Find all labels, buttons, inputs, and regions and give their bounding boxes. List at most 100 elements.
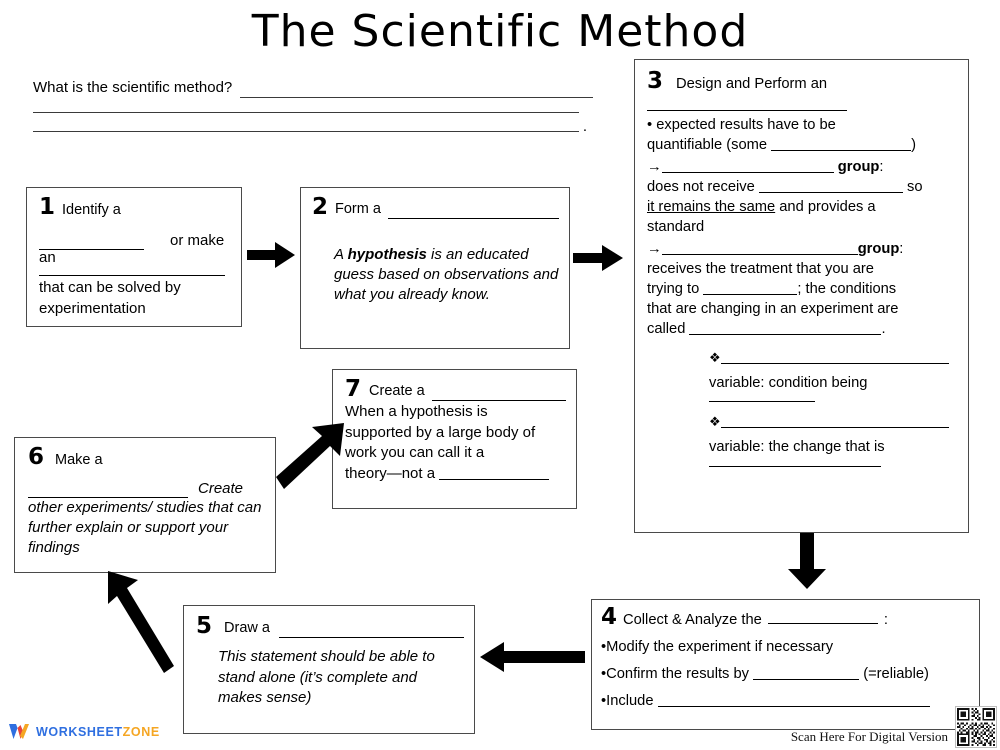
step-7-body-line-2: supported by a large body of — [345, 423, 536, 441]
step-3-blank-variable-2[interactable] — [720, 413, 949, 428]
page-title: The Scientific Method — [251, 6, 749, 57]
step-3-label-group-2: group — [857, 241, 900, 257]
intro-answer-blank-1[interactable] — [240, 83, 593, 98]
step-6-text-make-a: Make a — [55, 452, 103, 468]
step-6-body: other experiments/ studies that can furt… — [28, 499, 262, 556]
step-2-text-form-a: Form a — [335, 201, 381, 217]
step-7-blank-1[interactable] — [431, 386, 566, 401]
step-4-text-confirm: •Confirm the results by — [601, 666, 749, 682]
step-3-blank-experimental-group[interactable] — [661, 240, 858, 255]
step-3-text-called: called — [647, 321, 686, 337]
step-5-box: 5 Draw a This statement should be able t… — [183, 605, 475, 734]
step-5-blank-1[interactable] — [278, 623, 464, 638]
step-3-variable-list: ❖ variable: condition being ❖ variable: … — [709, 348, 958, 467]
step-3-exp-desc-1: receives the treatment that you are — [647, 261, 874, 277]
scan-hint-text: Scan Here For Digital Version — [790, 729, 948, 744]
arrow-right-icon — [573, 245, 623, 271]
step-3-text-so: so — [906, 179, 923, 195]
step-3-box: 3 Design and Perform an • expected resul… — [634, 59, 969, 533]
arrow-right-icon — [247, 242, 295, 268]
step-3-text-does-not-receive: does not receive — [647, 179, 755, 195]
step-6-number: 6 — [28, 444, 45, 470]
step-3-blank-quantifiable[interactable] — [771, 136, 912, 151]
arrow-left-icon — [480, 642, 585, 672]
step-3-text-provides: and provides a — [775, 199, 876, 215]
step-4-blank-3[interactable] — [657, 692, 930, 707]
step-3-exp-desc-3: that are changing in an experiment are — [647, 301, 899, 317]
step-6-text-create: Create — [198, 480, 244, 497]
logo-text: WORKSHEETZONE — [36, 725, 160, 739]
step-3-text-conditions: ; the conditions — [797, 281, 897, 297]
step-3-variable-1-row: ❖ — [709, 348, 958, 368]
diamond-bullet-icon: ❖ — [709, 350, 721, 365]
intro-question-block: What is the scientific method? . — [33, 78, 593, 135]
step-7-text-create-a: Create a — [369, 383, 425, 399]
step-7-body-line-1: When a hypothesis is — [345, 403, 488, 420]
step-4-number: 4 — [601, 604, 618, 630]
step-6-blank-1[interactable] — [28, 483, 188, 498]
step-3-paren-close: ) — [911, 137, 917, 153]
step-3-bullet-expected-1: • expected results have to be — [647, 117, 836, 133]
step-1-text-an: an — [39, 249, 56, 266]
step-3-blank-variable-2-desc[interactable] — [709, 466, 881, 467]
step-4-text-include: •Include — [601, 693, 654, 709]
step-4-heading-colon: : — [883, 612, 888, 628]
step-3-exp-desc-4: called . — [647, 319, 958, 339]
step-7-body-line-4: theory—not a — [345, 464, 566, 485]
step-5-body: This statement should be able to stand a… — [218, 648, 435, 706]
step-1-text-identify: Identify a — [62, 202, 121, 218]
step-2-blank-1[interactable] — [387, 204, 559, 219]
step-3-experimental-group-line: →group: — [647, 239, 958, 259]
step-3-blank-control-group[interactable] — [661, 158, 834, 173]
step-3-control-desc-1: does not receive so — [647, 177, 958, 197]
step-3-variable-2-row: ❖ — [709, 412, 958, 432]
logo-word-worksheet: WORKSHEET — [36, 725, 123, 739]
step-5-number: 5 — [196, 613, 213, 639]
step-2-def-rest: is an educated guess based on observatio… — [334, 246, 559, 303]
step-3-bullet-expected-2: quantifiable (some ) — [647, 135, 958, 155]
worksheet-zone-logo[interactable]: WORKSHEETZONE — [8, 722, 160, 742]
step-3-blank-variable-1-desc[interactable] — [709, 401, 815, 402]
intro-question-label: What is the scientific method? — [33, 79, 233, 96]
step-4-heading: Collect & Analyze the — [623, 612, 762, 628]
logo-word-zone: ZONE — [122, 725, 160, 739]
step-1-text-experimentation: experimentation — [39, 300, 146, 317]
step-7-blank-2[interactable] — [439, 464, 550, 480]
step-3-control-group-line: → group: — [647, 157, 958, 177]
step-4-blank-1[interactable] — [767, 609, 878, 624]
step-4-box: 4 Collect & Analyze the : •Modify the ex… — [591, 599, 980, 730]
worksheet-zone-logo-icon — [9, 724, 29, 739]
step-1-blank-2[interactable] — [39, 275, 225, 276]
step-4-bullet-2: •Confirm the results by (=reliable) — [601, 665, 971, 684]
step-3-blank-trying-to[interactable] — [703, 280, 798, 295]
step-2-number: 2 — [312, 194, 329, 220]
diamond-bullet-icon: ❖ — [709, 414, 721, 429]
step-7-body: When a hypothesis is supported by a larg… — [345, 402, 566, 484]
step-3-blank-does-not-receive[interactable] — [758, 178, 903, 193]
step-4-blank-2[interactable] — [753, 665, 860, 680]
step-5-text-draw-a: Draw a — [224, 620, 270, 636]
qr-code-icon — [957, 708, 995, 746]
step-3-text-remains-same: it remains the same — [647, 199, 776, 215]
step-2-box: 2 Form a A hypothesis is an educated gue… — [300, 187, 570, 349]
intro-answer-blank-2[interactable] — [33, 112, 579, 113]
arrow-up-right-icon — [276, 423, 344, 489]
step-3-blank-called[interactable] — [689, 320, 882, 335]
qr-code[interactable] — [955, 706, 997, 748]
step-3-colon-1: : — [879, 159, 884, 175]
intro-answer-blank-3[interactable]: . — [33, 118, 587, 135]
step-3-arrow-glyph-1: → — [647, 159, 662, 175]
step-1-text-or-make: or make — [170, 232, 225, 249]
step-3-blank-experiment[interactable] — [647, 110, 847, 111]
step-4-bullet-3: •Include — [601, 692, 971, 711]
step-3-text-quantifiable: quantifiable (some — [647, 137, 768, 153]
step-3-blank-variable-1[interactable] — [720, 349, 949, 364]
step-3-variable-2-text: variable: the change that is — [709, 439, 885, 455]
step-4-bullet-1: •Modify the experiment if necessary — [601, 639, 834, 655]
step-1-number: 1 — [39, 194, 56, 220]
step-2-definition: A hypothesis is an educated guess based … — [334, 245, 559, 305]
step-1-box: 1 Identify a or make an that can be solv… — [26, 187, 242, 327]
step-3-control-desc-2: it remains the same and provides a — [647, 197, 958, 217]
step-1-blank-1[interactable] — [39, 235, 144, 250]
